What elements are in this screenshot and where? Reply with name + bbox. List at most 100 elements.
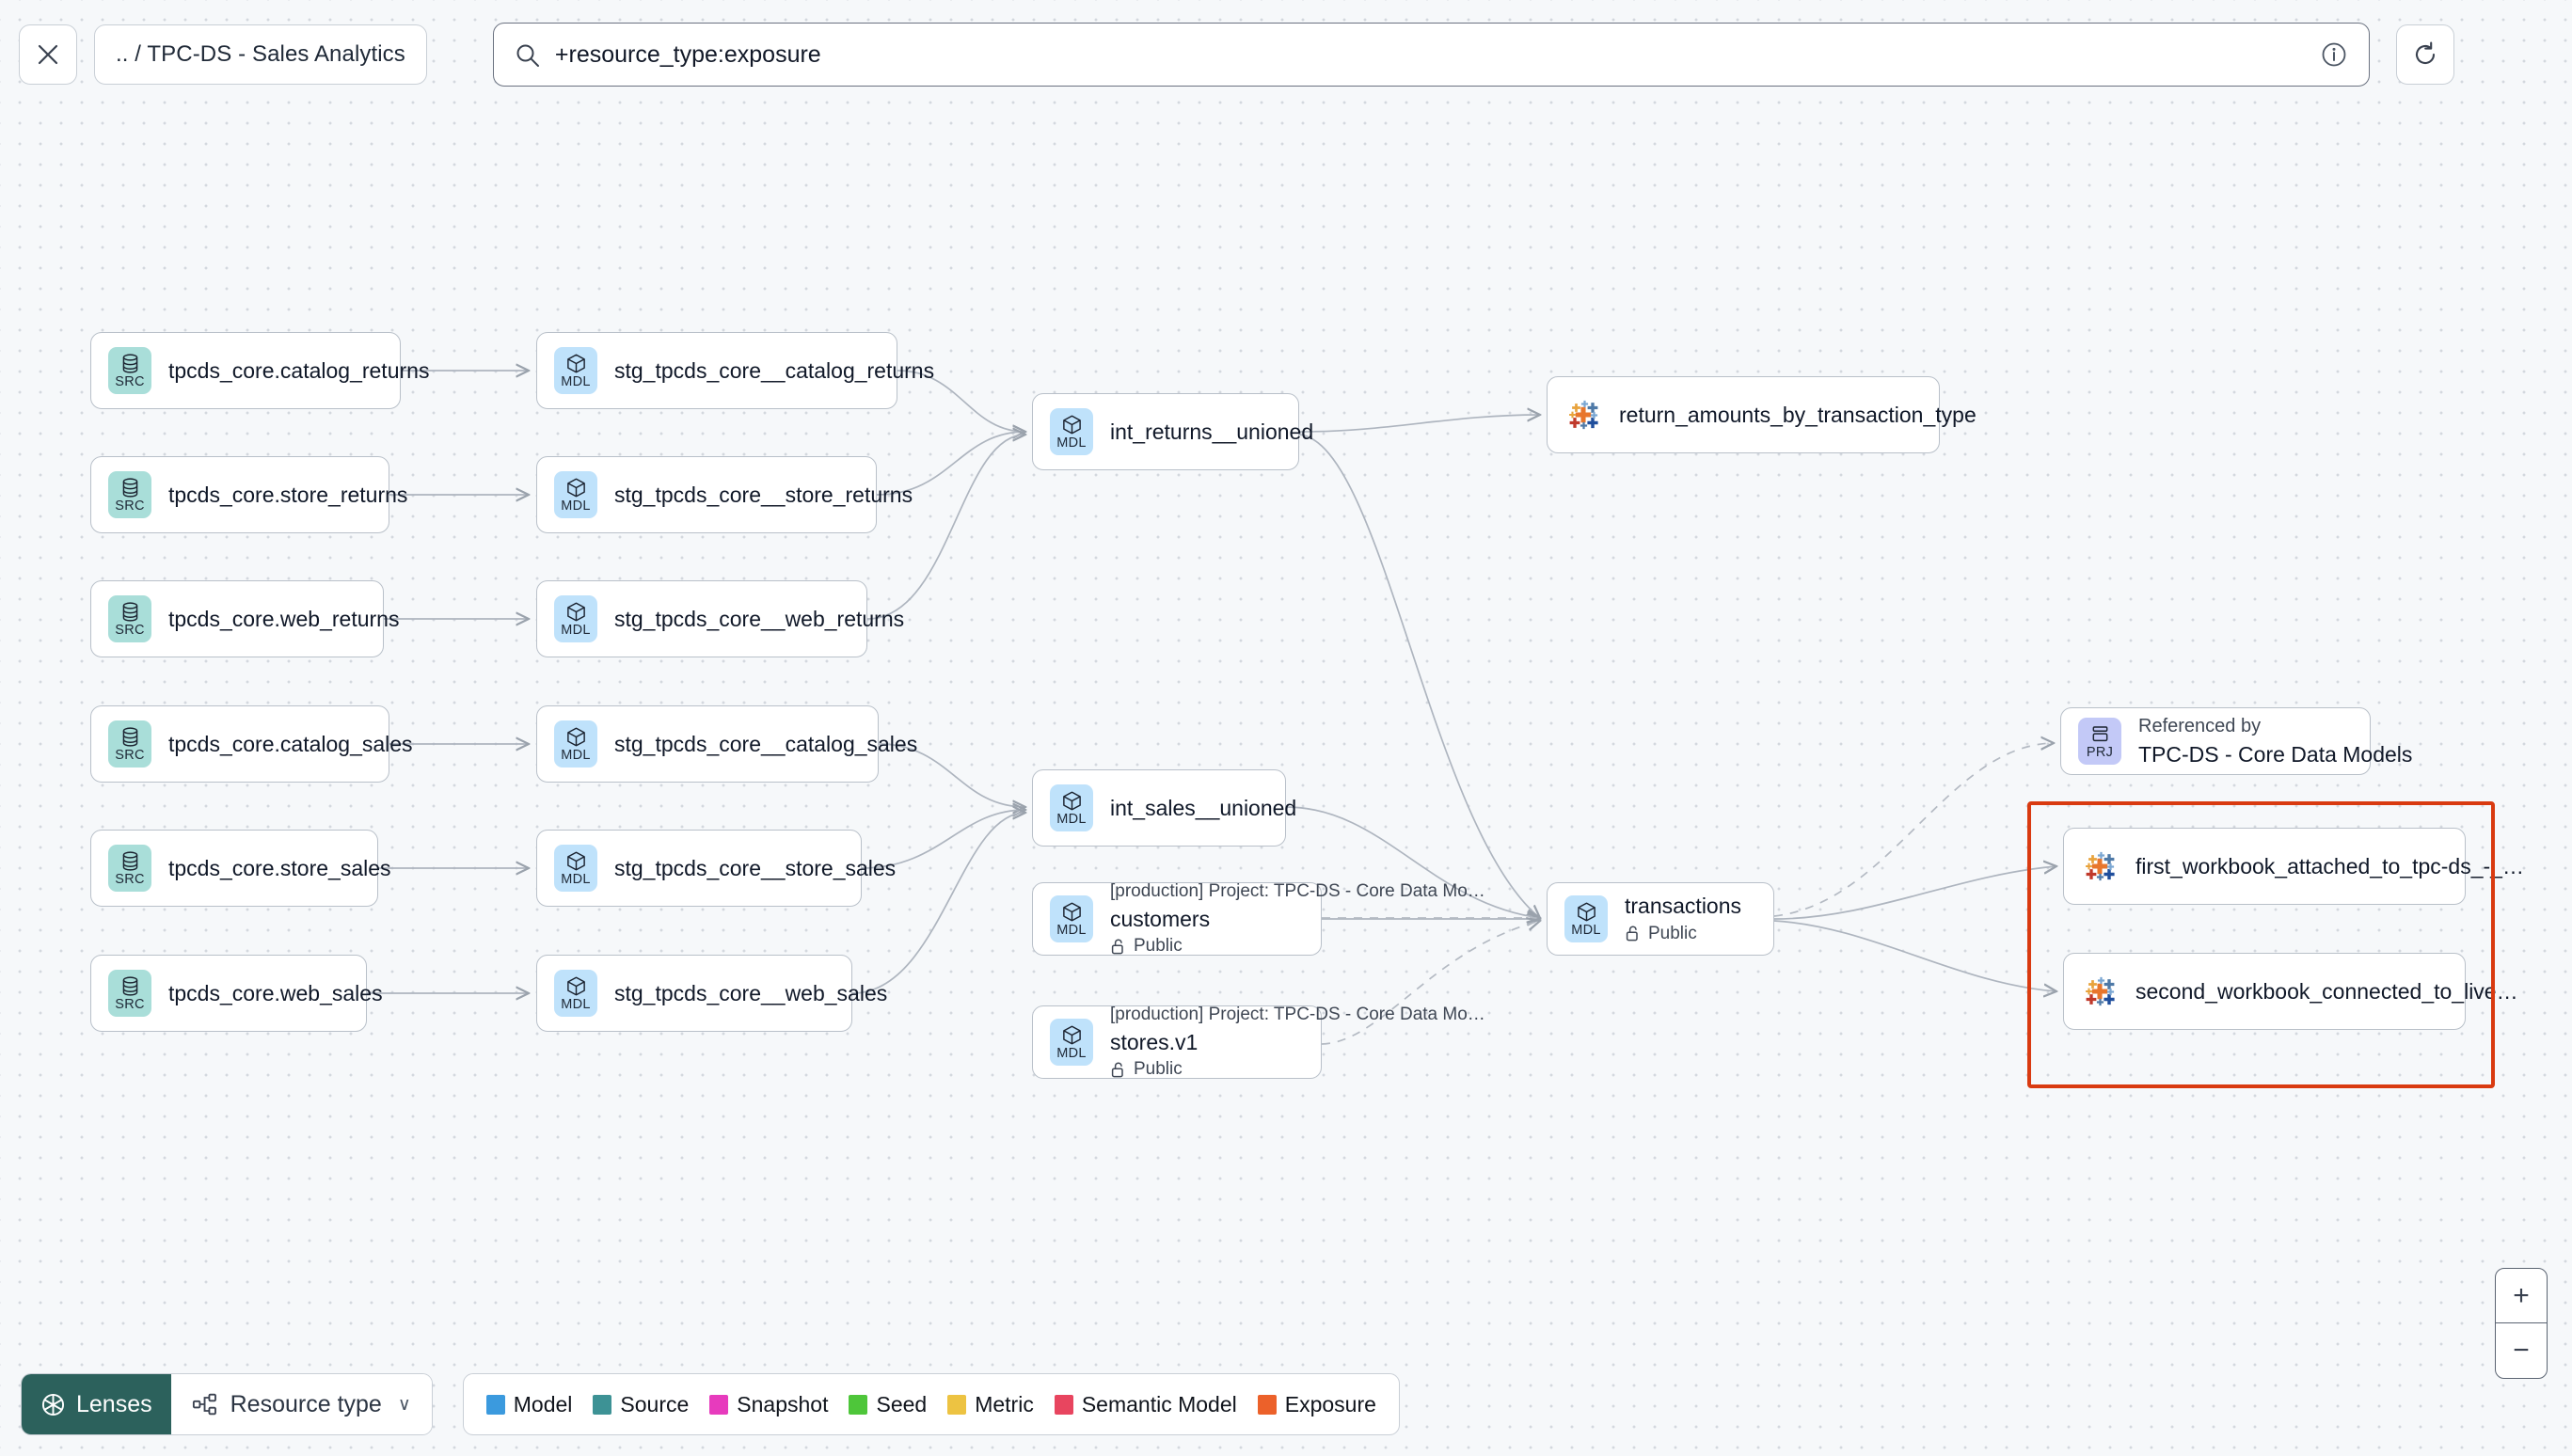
node-reference-label: Referenced by [2138, 715, 2262, 736]
graph-node-stg_web_returns[interactable]: MDL stg_tpcds_core__web_returns [536, 580, 905, 657]
node-title: customers [1110, 906, 1211, 931]
node-title: tpcds_core.web_returns [168, 606, 400, 631]
info-icon[interactable] [2320, 40, 2348, 69]
node-type-badge-src: SRC [108, 347, 151, 394]
legend-swatch [593, 1394, 612, 1415]
node-type-badge-src: SRC [108, 720, 151, 768]
graph-node-stores_v1[interactable]: MDL [production] Project: TPC-DS - Core D… [1032, 1004, 1485, 1080]
node-title: stg_tpcds_core__catalog_returns [614, 357, 935, 383]
zoom-out-button[interactable]: − [2513, 1335, 2530, 1366]
legend-swatch [709, 1394, 729, 1415]
node-text: int_sales__unioned [1110, 795, 1297, 820]
node-type-badge-src: SRC [108, 471, 151, 518]
resource-type-dropdown[interactable]: Resource type ∨ [170, 1374, 432, 1434]
node-type-badge-prj: PRJ [2078, 718, 2121, 765]
breadcrumb[interactable]: .. / TPC-DS - Sales Analytics [94, 24, 427, 85]
graph-node-prj_ref[interactable]: PRJ Referenced by TPC-DS - Core Data Model… [2060, 707, 2413, 775]
node-type-badge-label: MDL [1056, 922, 1087, 938]
zoom-controls: + − [2495, 1268, 2548, 1379]
node-type-badge-mdl: MDL [554, 595, 597, 642]
node-text: int_returns__unioned [1110, 419, 1314, 444]
search-icon [516, 44, 539, 67]
node-text: stg_tpcds_core__web_returns [614, 606, 905, 631]
node-title: stg_tpcds_core__web_returns [614, 606, 905, 631]
node-subtitle: [production] Project: TPC-DS - Core Data… [1110, 1004, 1485, 1024]
lenses-button[interactable]: Lenses [22, 1374, 171, 1434]
node-title: tpcds_core.catalog_returns [168, 357, 430, 383]
node-text: first_workbook_attached_to_tpc-ds_-_… [2135, 854, 2524, 878]
resource-type-label: Resource type [230, 1390, 382, 1417]
node-text: tpcds_core.web_returns [168, 606, 400, 631]
node-text: tpcds_core.store_returns [168, 483, 407, 507]
node-title: int_returns__unioned [1110, 419, 1314, 444]
node-text: tpcds_core.catalog_sales [168, 731, 413, 756]
node-type-badge-label: SRC [115, 996, 145, 1012]
search-bar[interactable] [492, 23, 2370, 87]
legend-item-model[interactable]: Model [485, 1391, 573, 1417]
node-type-badge-label: MDL [1056, 435, 1087, 451]
graph-node-stg_store_returns[interactable]: MDL stg_tpcds_core__store_returns [536, 456, 913, 533]
graph-node-exp_first_workbook[interactable]: first_workbook_attached_to_tpc-ds_-_… [2063, 828, 2524, 905]
node-text: tpcds_core.store_sales [168, 856, 391, 880]
close-icon [38, 44, 58, 65]
database-icon [122, 727, 137, 747]
legend-item-seed[interactable]: Seed [849, 1392, 927, 1417]
node-visibility: Public [1625, 924, 1741, 944]
legend-label: Model [513, 1391, 573, 1416]
node-type-badge-label: SRC [115, 747, 145, 763]
unlock-icon [1626, 926, 1638, 942]
node-text: stg_tpcds_core__store_returns [614, 482, 913, 507]
project-box-icon [2092, 726, 2107, 741]
node-title: int_sales__unioned [1110, 795, 1297, 820]
graph-node-src_store_returns[interactable]: SRC tpcds_core.store_returns [90, 456, 407, 533]
refresh-button[interactable] [2395, 24, 2454, 85]
graph-node-src_catalog_returns[interactable]: SRC tpcds_core.catalog_returns [90, 332, 430, 409]
node-text: return_amounts_by_transaction_type [1619, 403, 1977, 427]
refresh-icon [2415, 41, 2435, 65]
database-icon [122, 478, 137, 498]
graph-node-exp_second_workbook[interactable]: second_workbook_connected_to_live… [2063, 953, 2518, 1030]
node-title: TPC-DS - Core Data Models [2138, 741, 2413, 767]
legend-label: Snapshot [737, 1391, 829, 1416]
chevron-down-icon: ∨ [397, 1394, 411, 1415]
legend-swatch [947, 1394, 967, 1415]
node-visibility-label: Public [1134, 936, 1183, 957]
node-title: stg_tpcds_core__store_returns [614, 482, 913, 507]
node-title: tpcds_core.catalog_sales [168, 731, 413, 756]
graph-node-customers[interactable]: MDL [production] Project: TPC-DS - Core D… [1032, 881, 1485, 957]
database-icon [122, 851, 137, 871]
node-type-badge-mdl: MDL [1050, 1019, 1093, 1066]
cube-icon [1062, 1025, 1081, 1045]
close-button[interactable] [19, 24, 77, 85]
graph-node-exp_return_amounts[interactable]: return_amounts_by_transaction_type [1547, 376, 1977, 453]
legend-item-metric[interactable]: Metric [947, 1392, 1034, 1417]
node-type-badge-label: MDL [561, 498, 591, 514]
cube-icon [566, 478, 585, 498]
legend-item-source[interactable]: Source [593, 1392, 689, 1417]
node-type-badge-label: MDL [561, 622, 591, 638]
database-icon [122, 976, 137, 996]
legend-item-snapshot[interactable]: Snapshot [709, 1392, 828, 1417]
graph-node-int_returns[interactable]: MDL int_returns__unioned [1032, 393, 1314, 470]
node-text: [production] Project: TPC-DS - Core Data… [1110, 1004, 1485, 1080]
node-type-badge-src: SRC [108, 970, 151, 1017]
node-type-badge-mdl: MDL [554, 845, 597, 892]
zoom-in-button[interactable]: + [2496, 1269, 2547, 1323]
graph-node-src_catalog_sales[interactable]: SRC tpcds_core.catalog_sales [90, 705, 413, 783]
search-input[interactable] [554, 40, 2305, 69]
node-text: [production] Project: TPC-DS - Core Data… [1110, 881, 1485, 957]
legend-item-exposure[interactable]: Exposure [1257, 1392, 1376, 1417]
node-visibility: Public [1110, 1059, 1304, 1080]
legend-item-semantic-model[interactable]: Semantic Model [1054, 1392, 1237, 1417]
